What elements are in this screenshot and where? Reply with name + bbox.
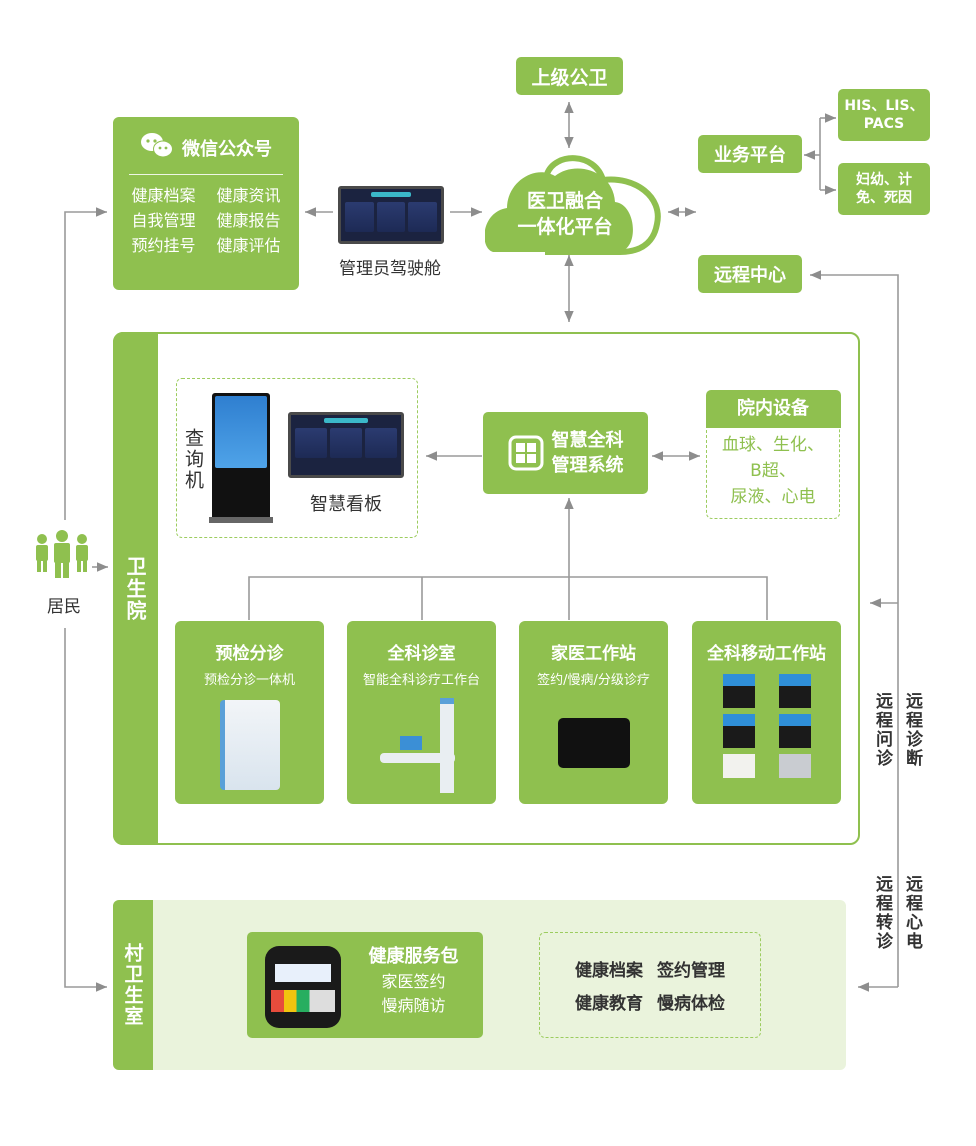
wechat-item: 预约挂号 (131, 236, 196, 255)
village-function: 健康档案 (575, 961, 643, 981)
service-pack-line: 慢病随访 (381, 996, 446, 1015)
his-lis-pacs-label: HIS、LIS、PACS (844, 98, 924, 132)
wechat-item: 健康档案 (131, 186, 196, 205)
business-platform-label: 业务平台 (714, 145, 786, 166)
query-kiosk-image (209, 393, 273, 523)
station-subtitle: 智能全科诊疗工作台 (362, 673, 480, 688)
wechat-item: 自我管理 (131, 211, 196, 230)
wechat-icon (140, 131, 174, 164)
residents-label: 居民 (47, 597, 81, 617)
query-kiosk-label: 查询机 (182, 428, 204, 491)
smart-board-image (288, 412, 404, 478)
station-gp-clinic: 全科诊室 智能全科诊疗工作台 (347, 621, 496, 804)
village-function: 签约管理 (657, 961, 725, 981)
remote-ecg-label: 远程心电 (902, 875, 922, 951)
health-center-label: 卫生院 (113, 332, 158, 845)
remote-center-label: 远程中心 (714, 265, 786, 286)
his-lis-pacs-box: HIS、LIS、PACS (838, 89, 930, 141)
display-devices-group (176, 378, 418, 538)
smart-gp-management-system-box: 智慧全科 管理系统 (483, 412, 648, 494)
station-title: 家医工作站 (551, 644, 636, 664)
service-pack-line: 家医签约 (381, 972, 446, 991)
cloud-platform-label: 医卫融合 一体化平台 (495, 188, 635, 240)
wechat-item: 健康报告 (216, 211, 281, 230)
management-system-line2: 管理系统 (551, 455, 624, 476)
village-function: 慢病体检 (657, 994, 725, 1014)
residents-icon (36, 530, 88, 578)
village-functions-box: 健康档案 签约管理 健康教育 慢病体检 (539, 932, 761, 1038)
remote-center-box: 远程中心 (698, 255, 802, 293)
wechat-official-account-box: 微信公众号 健康档案 健康资讯 自我管理 健康报告 预约挂号 健康评估 (113, 117, 299, 290)
station-subtitle: 预检分诊一体机 (203, 673, 295, 688)
device-line: B超、 (750, 460, 796, 481)
grid-icon (508, 435, 543, 471)
remote-diagnosis-label: 远程诊断 (902, 692, 922, 768)
station-triage: 预检分诊 预检分诊一体机 (175, 621, 324, 804)
wechat-title: 微信公众号 (182, 138, 272, 160)
station-mobile-gp: 全科移动工作站 (692, 621, 841, 804)
triage-machine-image (219, 700, 280, 790)
business-platform-box: 业务平台 (698, 135, 802, 173)
service-pack-title: 健康服务包 (368, 946, 459, 967)
remote-consultation-label: 远程问诊 (872, 692, 892, 768)
remote-referral-label: 远程转诊 (872, 875, 892, 951)
upper-public-health-box: 上级公卫 (516, 57, 623, 95)
in-hospital-devices-title: 院内设备 (705, 389, 841, 428)
cloud-icon (485, 155, 661, 255)
station-subtitle: 签约/慢病/分级诊疗 (537, 673, 650, 688)
cloud-platform-line2: 一体化平台 (517, 216, 613, 238)
upper-public-health-label: 上级公卫 (531, 66, 608, 89)
station-title: 全科移动工作站 (707, 644, 826, 664)
admin-cockpit-label: 管理员驾驶舱 (339, 259, 441, 279)
wechat-item: 健康资讯 (216, 186, 281, 205)
family-doctor-bag-image (557, 718, 630, 768)
maternal-immunization-death-box: 妇幼、计免、死因 (838, 163, 930, 215)
management-system-line1: 智慧全科 (551, 430, 624, 451)
cloud-platform-line1: 医卫融合 (526, 190, 603, 212)
in-hospital-devices-box: 院内设备 血球、生化、 B超、 尿液、心电 (705, 389, 841, 519)
health-service-pack-box: 健康服务包 家医签约 慢病随访 (247, 932, 483, 1038)
device-line: 尿液、心电 (730, 486, 816, 507)
station-family-doctor: 家医工作站 签约/慢病/分级诊疗 (519, 621, 668, 804)
gp-workstation-image (372, 698, 472, 793)
arrow-remote-center (810, 270, 899, 987)
service-pack-image (265, 946, 341, 1028)
station-title: 全科诊室 (387, 644, 456, 664)
village-clinic-label: 村卫生室 (113, 900, 153, 1070)
mobile-devices-image (692, 674, 841, 778)
village-function: 健康教育 (575, 994, 643, 1014)
cockpit-dashboard-image (338, 186, 444, 244)
wechat-item: 健康评估 (216, 236, 281, 255)
smart-board-label: 智慧看板 (310, 494, 382, 515)
maternal-immunization-death-label: 妇幼、计免、死因 (856, 172, 912, 206)
station-title: 预检分诊 (215, 644, 284, 664)
device-line: 血球、生化、 (722, 434, 824, 455)
